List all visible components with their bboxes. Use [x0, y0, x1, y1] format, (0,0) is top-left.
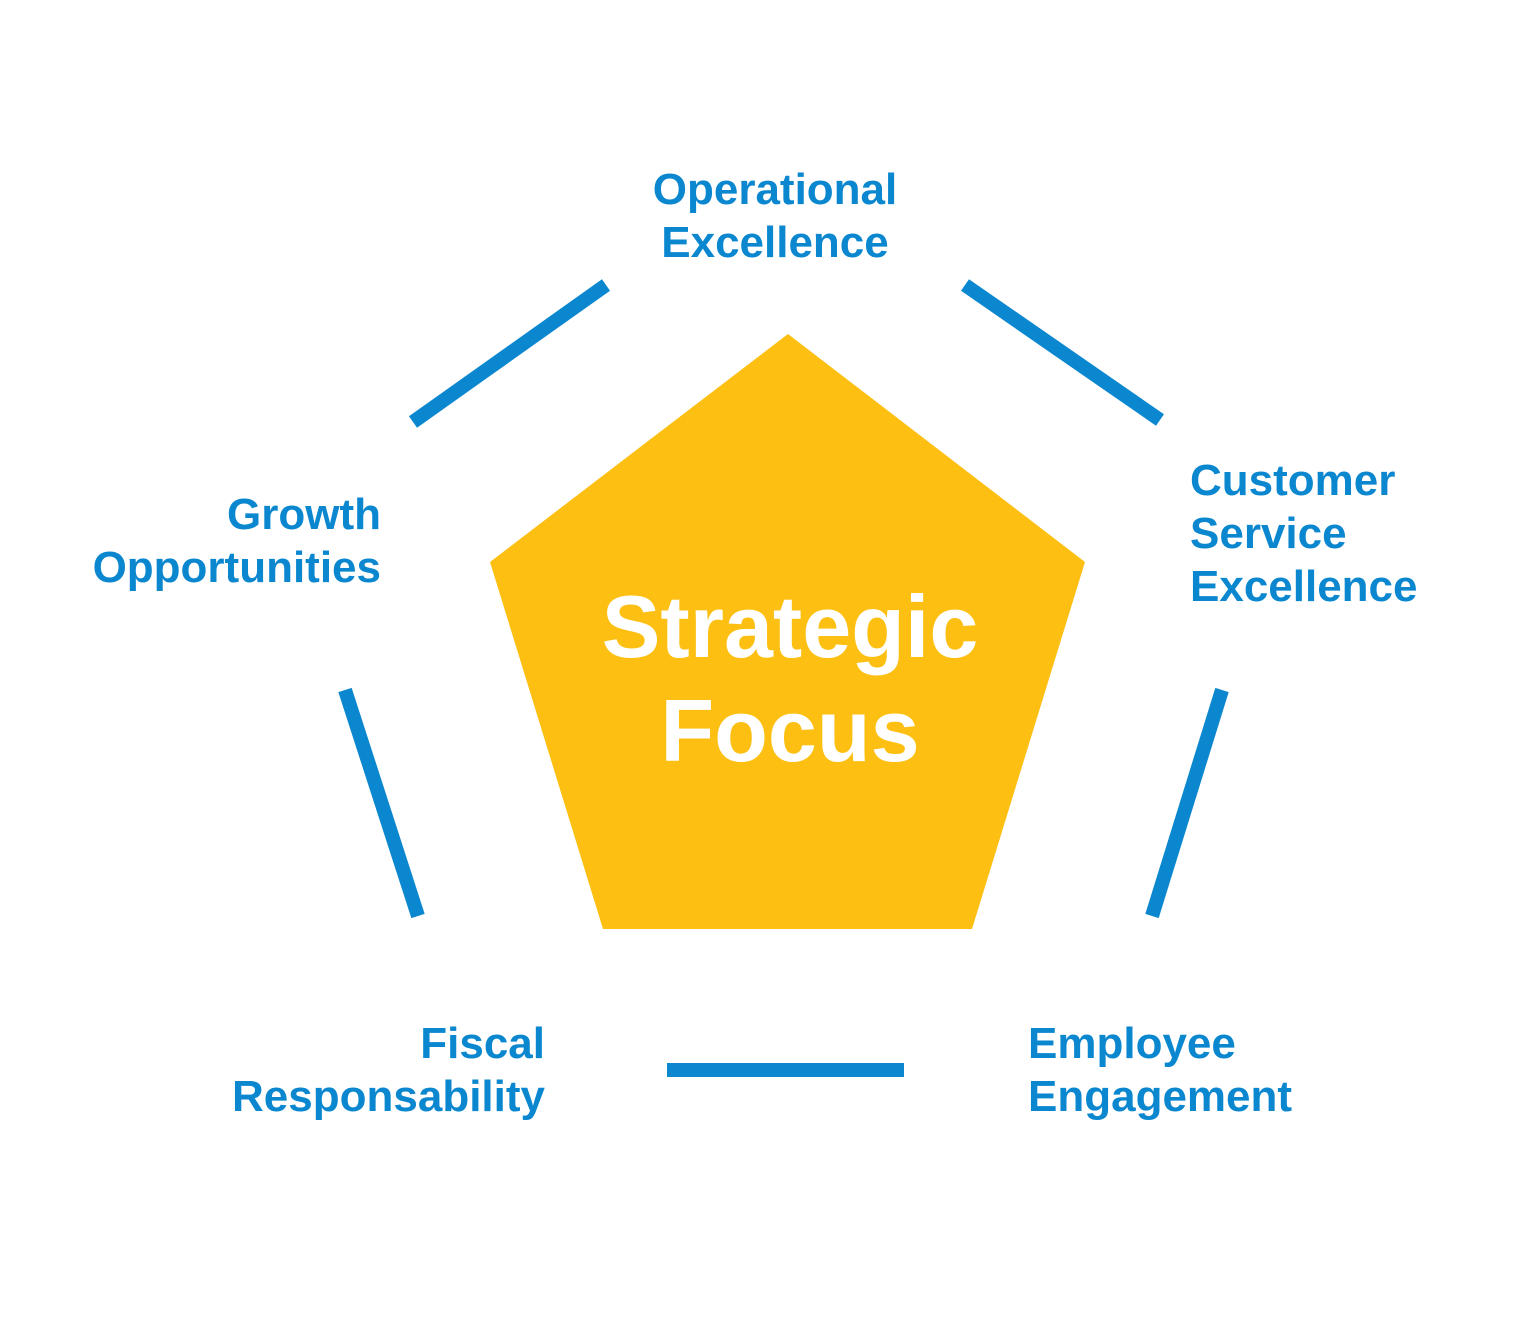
label-line: Engagement: [1028, 1072, 1293, 1121]
center-title-line2: Focus: [660, 681, 920, 780]
label-line: Opportunities: [92, 543, 381, 592]
label-operational-excellence: Operational Excellence: [620, 163, 930, 269]
label-line: Responsability: [232, 1072, 545, 1121]
label-line: Excellence: [1190, 562, 1418, 611]
label-line: Fiscal: [420, 1019, 545, 1068]
label-line: Growth: [227, 490, 381, 539]
center-pentagon: [490, 334, 1085, 929]
label-line: Excellence: [661, 218, 889, 267]
label-fiscal-responsability: Fiscal Responsability: [232, 1017, 545, 1123]
center-title-line1: Strategic: [601, 577, 979, 676]
connector-top-left: [408, 279, 611, 428]
label-customer-service-excellence: Customer Service Excellence: [1190, 454, 1418, 613]
label-line: Customer: [1190, 456, 1396, 505]
connector-left: [338, 687, 425, 919]
connector-top-right: [961, 279, 1164, 426]
label-line: Operational: [652, 165, 898, 214]
label-line: Employee: [1028, 1019, 1236, 1068]
connector-right: [1145, 687, 1229, 919]
label-employee-engagement: Employee Engagement: [1028, 1017, 1292, 1123]
label-line: Service: [1190, 509, 1347, 558]
label-growth-opportunities: Growth Opportunities: [93, 488, 381, 594]
center-title: Strategic Focus: [540, 575, 1040, 783]
